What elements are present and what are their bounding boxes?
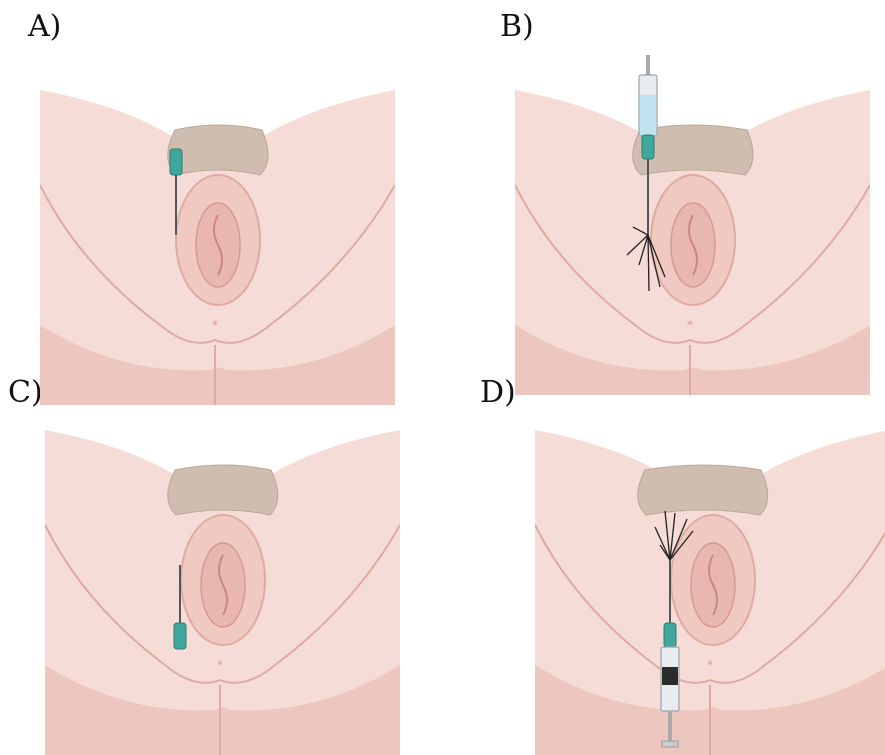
anus-mark: * [212,318,218,332]
panel-a-illustration: * [40,65,395,405]
panel-label-a: A) [28,12,61,42]
anatomy-base: * [45,430,400,755]
anatomy-base: * [40,90,395,405]
anatomy-base: * [535,430,885,755]
anus-mark: * [217,658,223,672]
syringe-dark-fluid [662,667,678,685]
pubic-hair [638,465,768,515]
anus-mark: * [707,658,713,672]
panel-label-c: C) [8,378,43,408]
anatomy-base: * [515,90,870,395]
needle-hub-icon [664,623,676,647]
pubic-hair [168,465,278,515]
syringe-plunger-icon [662,741,678,747]
needle-hub-icon [174,623,186,649]
pubic-hair [168,125,268,175]
panel-label-b: B) [500,12,534,42]
needle-hub-icon [642,135,654,159]
panel-c-illustration: * [45,415,400,755]
needle-hub-icon [170,149,182,175]
anus-mark: * [687,318,693,332]
panel-label-d: D) [480,378,516,408]
panel-d-illustration: * [535,415,885,755]
syringe-fluid [640,95,656,135]
panel-b-illustration: * [515,55,870,395]
